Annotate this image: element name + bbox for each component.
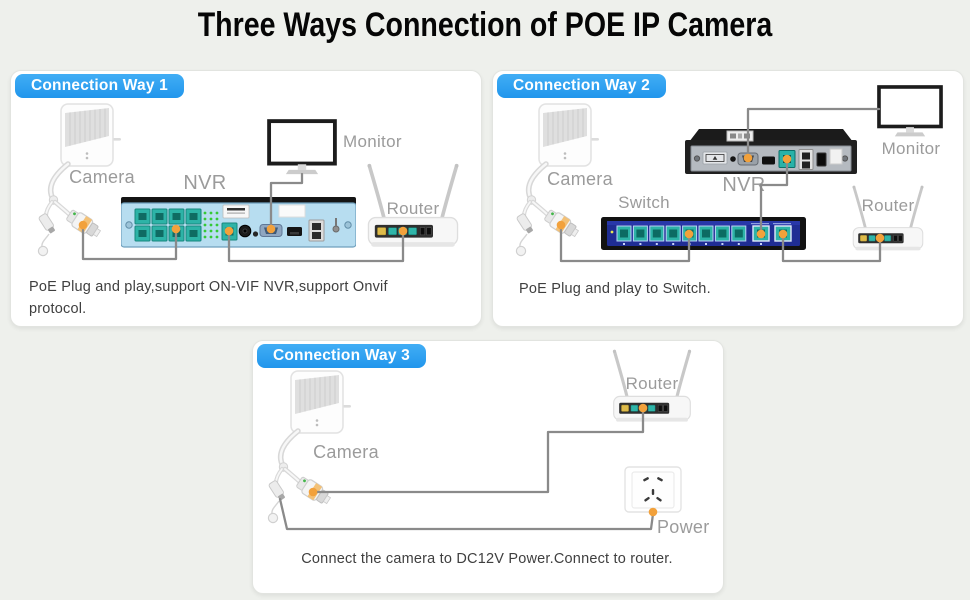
- panel-2-description: PoE Plug and play to Switch.: [519, 281, 711, 297]
- nvr-rear-icon: [683, 126, 859, 176]
- power-label: Power: [657, 517, 710, 537]
- router-label: Router: [861, 196, 915, 215]
- monitor-label: Monitor: [881, 139, 941, 158]
- monitor-icon: [267, 119, 337, 177]
- camera-label: Camera: [547, 169, 613, 189]
- panel-connection-way-1: Connection Way 1 Camera NVR Monitor Rout…: [10, 70, 482, 327]
- panel-connection-way-3: Connection Way 3 Camera Router Power Con…: [252, 340, 724, 594]
- monitor-icon: [877, 85, 943, 139]
- router-label: Router: [386, 199, 440, 218]
- page-title: Three Ways Connection of POE IP Camera: [197, 6, 773, 44]
- panel-connection-way-2: Connection Way 2 Camera NVR Monitor Swit…: [492, 70, 964, 327]
- nvr-label: NVR: [722, 174, 766, 196]
- connection-way-3-badge: Connection Way 3: [257, 344, 426, 368]
- router-label: Router: [625, 374, 679, 393]
- connection-way-2-badge: Connection Way 2: [497, 74, 666, 98]
- nvr-label: NVR: [183, 172, 227, 194]
- panel-3-description: Connect the camera to DC12V Power.Connec…: [301, 551, 673, 567]
- camera-label: Camera: [313, 442, 379, 462]
- connection-way-1-badge: Connection Way 1: [15, 74, 184, 98]
- panel-1-description: PoE Plug and play,support ON-VIF NVR,sup…: [29, 279, 388, 317]
- poe-nvr-rear-icon: [121, 197, 356, 249]
- power-outlet-icon: [623, 465, 683, 515]
- poe-switch-icon: [601, 217, 806, 252]
- camera-label: Camera: [69, 167, 135, 187]
- switch-label: Switch: [618, 193, 670, 212]
- monitor-label: Monitor: [343, 132, 402, 151]
